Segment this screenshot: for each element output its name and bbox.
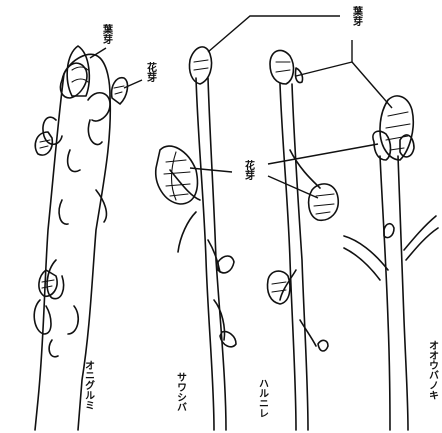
species-label-harunire: ハルニレ [257,378,269,418]
leaf-sawashiba-small [218,256,236,347]
leader-leaf-bud-top [208,16,392,108]
label-flower-bud-middle: 花芽 [243,159,255,181]
leaf-oobanoki-small [384,224,394,238]
species-label-onigurumi: オニグルミ [83,360,95,410]
label-leaf-bud-top: 葉芽 [351,5,364,27]
flower-bud-harunire [309,184,339,220]
species-label-sawashiba: サワシバ [175,372,187,412]
flower-bud-harunire-lower [268,271,329,351]
twig-onigurumi [34,54,110,430]
flower-bud-sawashiba [156,146,198,204]
leaf-bud-oobanoki-terminal [380,96,413,160]
label-flower-bud-right: 花芽 [145,61,157,83]
twig-harunire [280,84,320,430]
flower-bud-onigurumi-upper [112,78,128,104]
twig-oobanoki [344,156,438,430]
flower-bud-oobanoki-lateral [373,131,414,160]
species-label-oobanoki: オオウバノキ [427,340,439,400]
label-leaf-bud-left: 葉芽 [101,23,114,45]
leaf-bud-harunire-terminal [270,50,303,84]
